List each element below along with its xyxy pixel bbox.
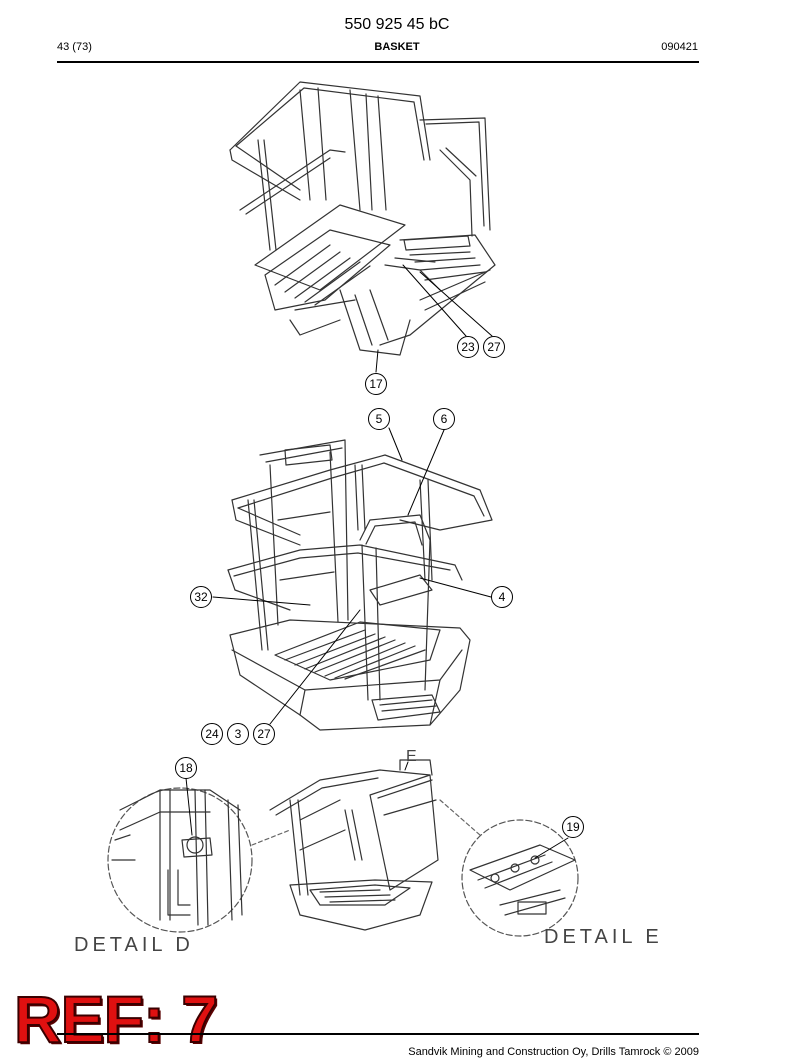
detail-d-label: DETAIL D <box>74 934 194 956</box>
basket-bottom-view <box>229 81 496 356</box>
callout-27-middle: 27 <box>253 723 275 745</box>
callout-18: 18 <box>175 757 197 779</box>
callout-5: 5 <box>368 408 390 430</box>
callout-4: 4 <box>491 586 513 608</box>
callout-24: 24 <box>201 723 223 745</box>
date-code: 090421 <box>661 41 698 53</box>
callout-23: 23 <box>457 336 479 358</box>
detail-e-circle <box>461 819 579 937</box>
section-title: BASKET <box>374 41 420 53</box>
basket-detail-view <box>269 759 439 931</box>
document-number: 550 925 45 bC <box>344 16 450 33</box>
footer-rule <box>57 1033 699 1035</box>
reference-stamp: REF: 7 <box>13 982 219 1056</box>
callout-6: 6 <box>433 408 455 430</box>
detail-e-marker: E <box>406 748 417 765</box>
header-rule <box>57 61 699 63</box>
callout-32: 32 <box>190 586 212 608</box>
callout-27-top: 27 <box>483 336 505 358</box>
detail-e-label: DETAIL E <box>544 926 663 948</box>
basket-isometric-view <box>227 439 493 731</box>
page-number: 43 (73) <box>57 41 92 53</box>
detail-d-circle <box>107 787 253 933</box>
callout-19: 19 <box>562 816 584 838</box>
callout-17: 17 <box>365 373 387 395</box>
footer-copyright: Sandvik Mining and Construction Oy, Dril… <box>408 1046 699 1058</box>
callout-3: 3 <box>227 723 249 745</box>
